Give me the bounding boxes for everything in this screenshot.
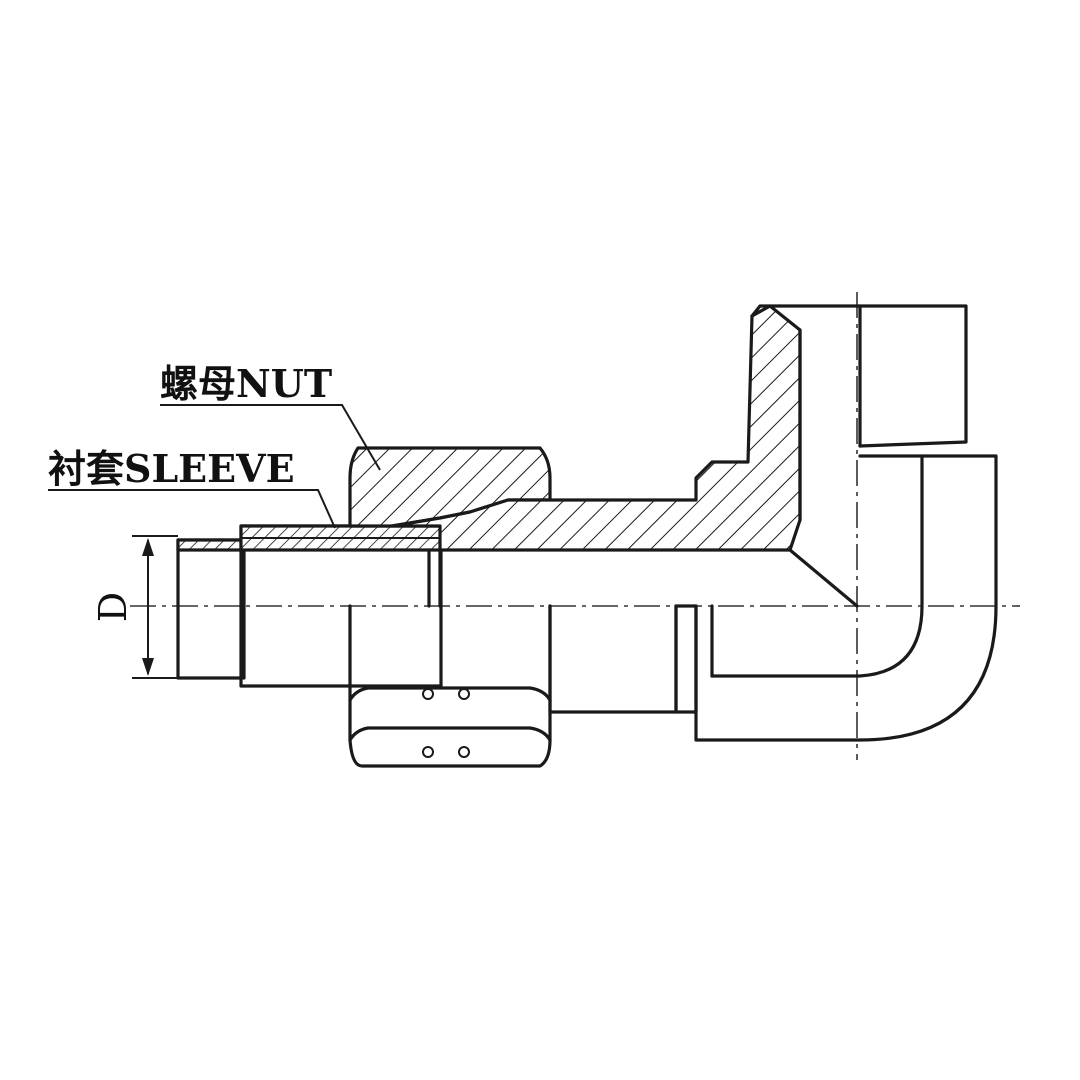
sleeve-label: 衬套SLEEVE — [48, 446, 295, 491]
sleeve-leader — [48, 489, 336, 529]
nut-leader — [160, 404, 381, 471]
nut — [348, 446, 552, 768]
elbow-bend — [710, 454, 998, 742]
elbow-body — [390, 304, 968, 742]
nut-label: 螺母NUT — [160, 361, 332, 406]
tube — [176, 538, 246, 680]
dimension-d: D — [91, 535, 178, 679]
dimension-label: D — [91, 592, 135, 622]
